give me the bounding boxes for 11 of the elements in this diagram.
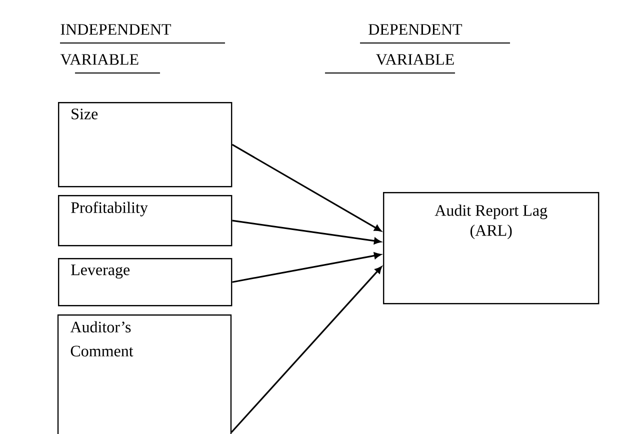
heading: INDEPENDENT VARIABLE	[60, 24, 226, 74]
variable-box: Auditor’s Comment	[57, 314, 232, 434]
arrow	[232, 220, 382, 244]
variable-box: Size	[58, 102, 232, 188]
arrow	[232, 144, 382, 232]
arrow	[232, 252, 382, 283]
arrow	[230, 266, 382, 433]
heading: DEPENDENT VARIABLE	[324, 24, 510, 74]
variable-box: Profitability	[58, 195, 232, 246]
variable-box: Leverage	[58, 258, 232, 306]
variable-box: Audit Report Lag (ARL)	[383, 192, 600, 304]
